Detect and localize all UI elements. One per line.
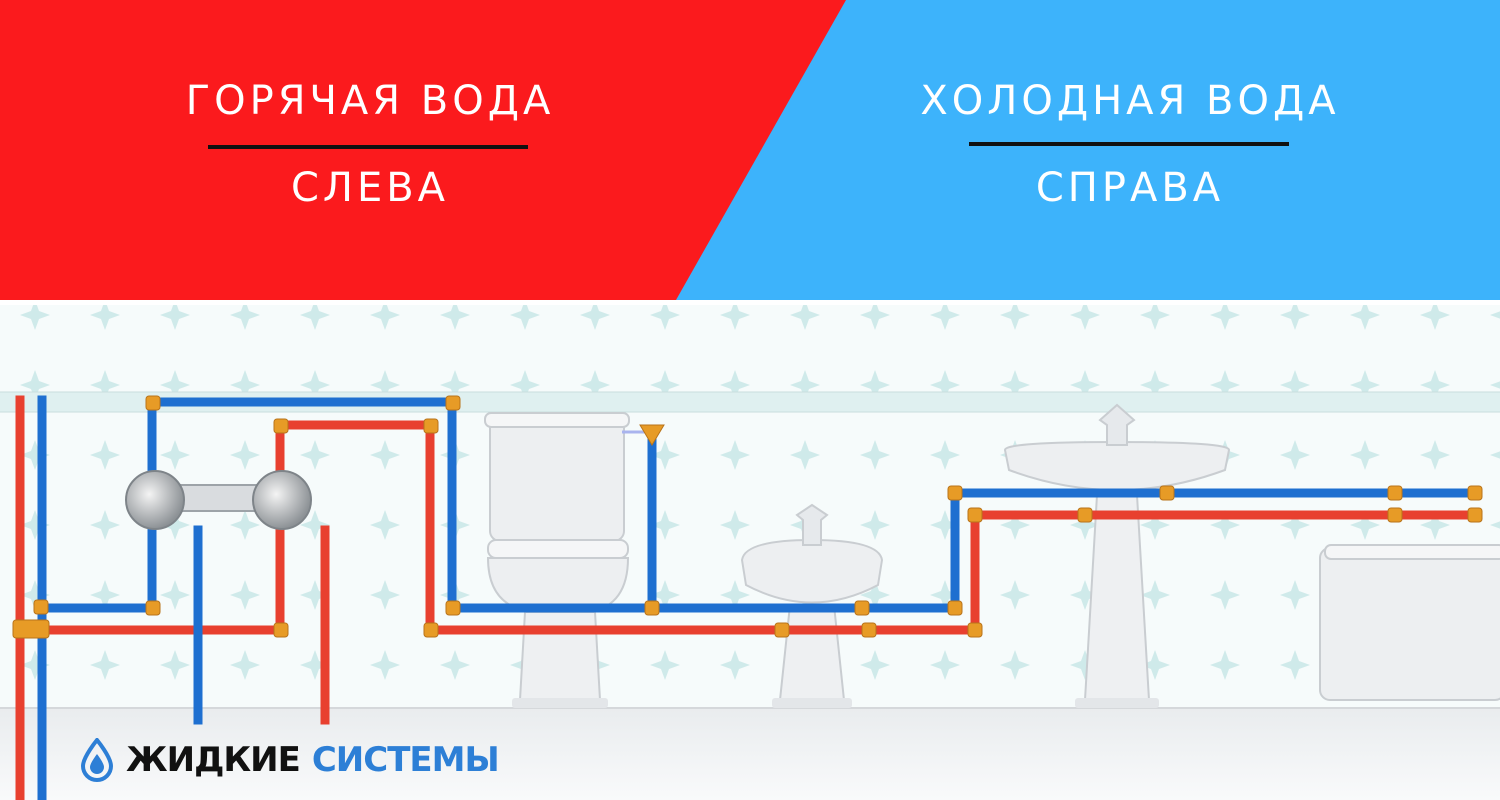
washbasin [1003,403,1231,708]
logo: ЖИДКИЕ СИСТЕМЫ [80,735,500,785]
plumbing-scene [0,305,1500,800]
cold-water-subtitle: СПРАВА [1035,165,1225,211]
valve-manifold [125,470,312,530]
logo-word-1: ЖИДКИЕ [126,740,301,780]
cold-divider [969,142,1289,146]
hot-water-pipes [15,395,1480,800]
hot-water-subtitle: СЛЕВА [290,165,450,211]
cold-water-title: ХОЛОДНАЯ ВОДА [920,78,1340,124]
hot-water-title: ГОРЯЧАЯ ВОДА [185,78,555,124]
toilet [484,412,630,708]
banner [0,0,1500,300]
logo-word-2: СИСТЕМЫ [311,740,500,780]
hot-divider [208,145,528,149]
bathtub [1319,544,1500,701]
tile-border [0,392,1500,412]
water-drop-icon [80,738,114,782]
fittings [12,395,1483,639]
floor [0,708,1500,800]
hot-water-panel [0,0,846,300]
